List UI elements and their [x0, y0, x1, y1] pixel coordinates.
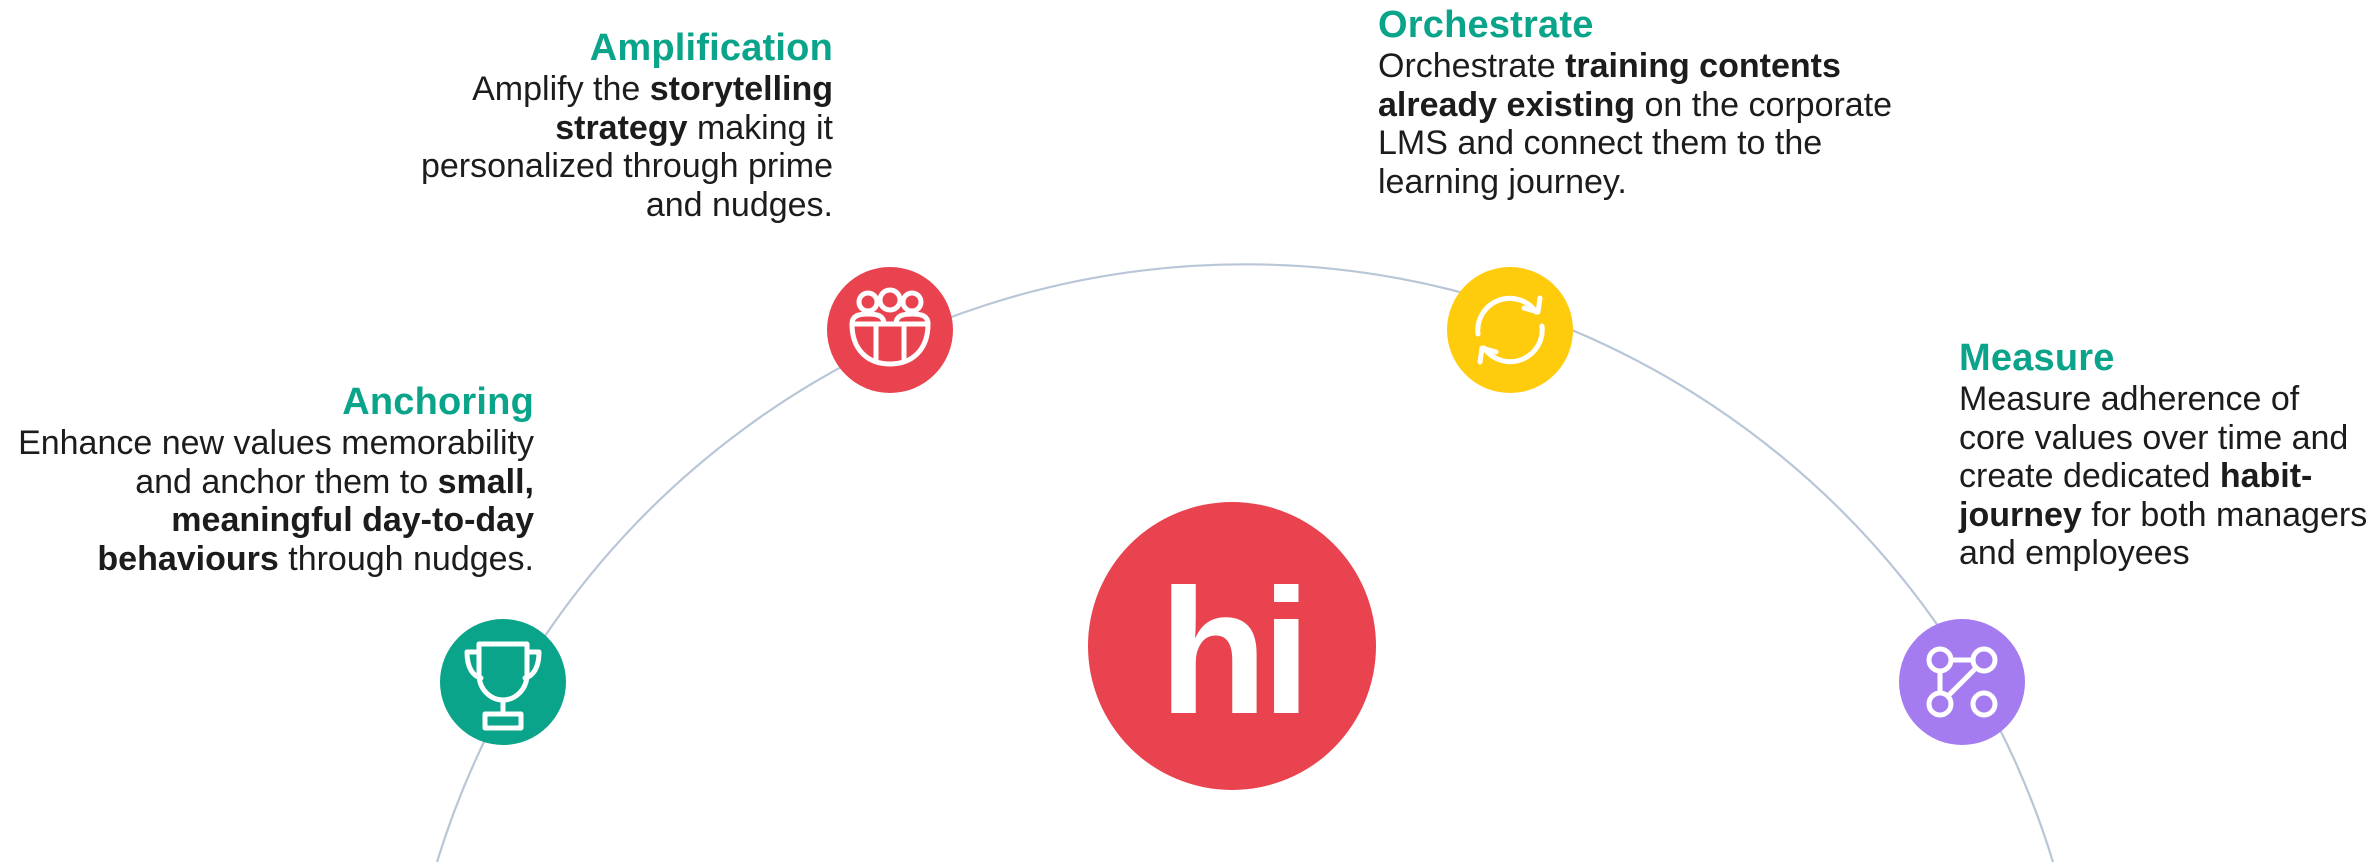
- journey-arc: [435, 263, 2055, 862]
- description-bold-run: habit-journey: [1959, 457, 2313, 534]
- amplification-block: Amplification Amplify the storytelling s…: [395, 26, 833, 224]
- measure-description: Measure adherence of core values over ti…: [1959, 380, 2369, 573]
- description-bold-run: small, meaningful day-to-day behaviours: [97, 462, 534, 578]
- measure-block: Measure Measure adherence of core values…: [1959, 336, 2369, 573]
- amplification-description: Amplify the storytelling strategy making…: [395, 70, 833, 224]
- description-run: for both managers and employees: [1959, 495, 2368, 573]
- logo-circle: [1088, 502, 1376, 790]
- logo-text: hi: [1159, 552, 1305, 751]
- people-group-icon: [849, 287, 931, 367]
- description-run: Enhance new values memorability and anch…: [18, 424, 534, 501]
- description-run: making it personalized through prime and…: [420, 108, 833, 224]
- description-run: Measure adherence of core values over ti…: [1959, 380, 2349, 495]
- orchestrate-circle: [1447, 267, 1573, 393]
- description-run: Orchestrate: [1378, 47, 1566, 85]
- orchestrate-block: Orchestrate Orchestrate training content…: [1378, 3, 1938, 201]
- anchoring-description: Enhance new values memorability and anch…: [8, 424, 534, 578]
- orchestrate-title: Orchestrate: [1378, 4, 1594, 46]
- refresh-icon: [1475, 295, 1545, 365]
- description-bold-run: training contents already existing: [1378, 47, 1841, 124]
- anchoring-block: Anchoring Enhance new values memorabilit…: [8, 380, 534, 578]
- amplification-node: [827, 267, 953, 393]
- orchestrate-description: Orchestrate training contents already ex…: [1378, 47, 1938, 201]
- measure-title: Measure: [1959, 337, 2115, 379]
- anchoring-node: [440, 619, 566, 745]
- anchoring-title: Anchoring: [342, 381, 534, 423]
- orchestrate-node: [1447, 267, 1573, 393]
- amplification-title: Amplification: [589, 27, 833, 69]
- description-bold-run: storytelling strategy: [555, 70, 833, 147]
- amplification-circle: [827, 267, 953, 393]
- trophy-icon: [464, 641, 542, 731]
- description-run: through nudges.: [278, 539, 534, 578]
- journey-path-icon: [1926, 646, 1998, 718]
- description-run: Amplify the: [472, 70, 650, 108]
- description-run: on the corporate LMS and connect them to…: [1378, 85, 1893, 201]
- measure-node: [1899, 619, 2025, 745]
- hi-logo: hi: [1088, 502, 1376, 790]
